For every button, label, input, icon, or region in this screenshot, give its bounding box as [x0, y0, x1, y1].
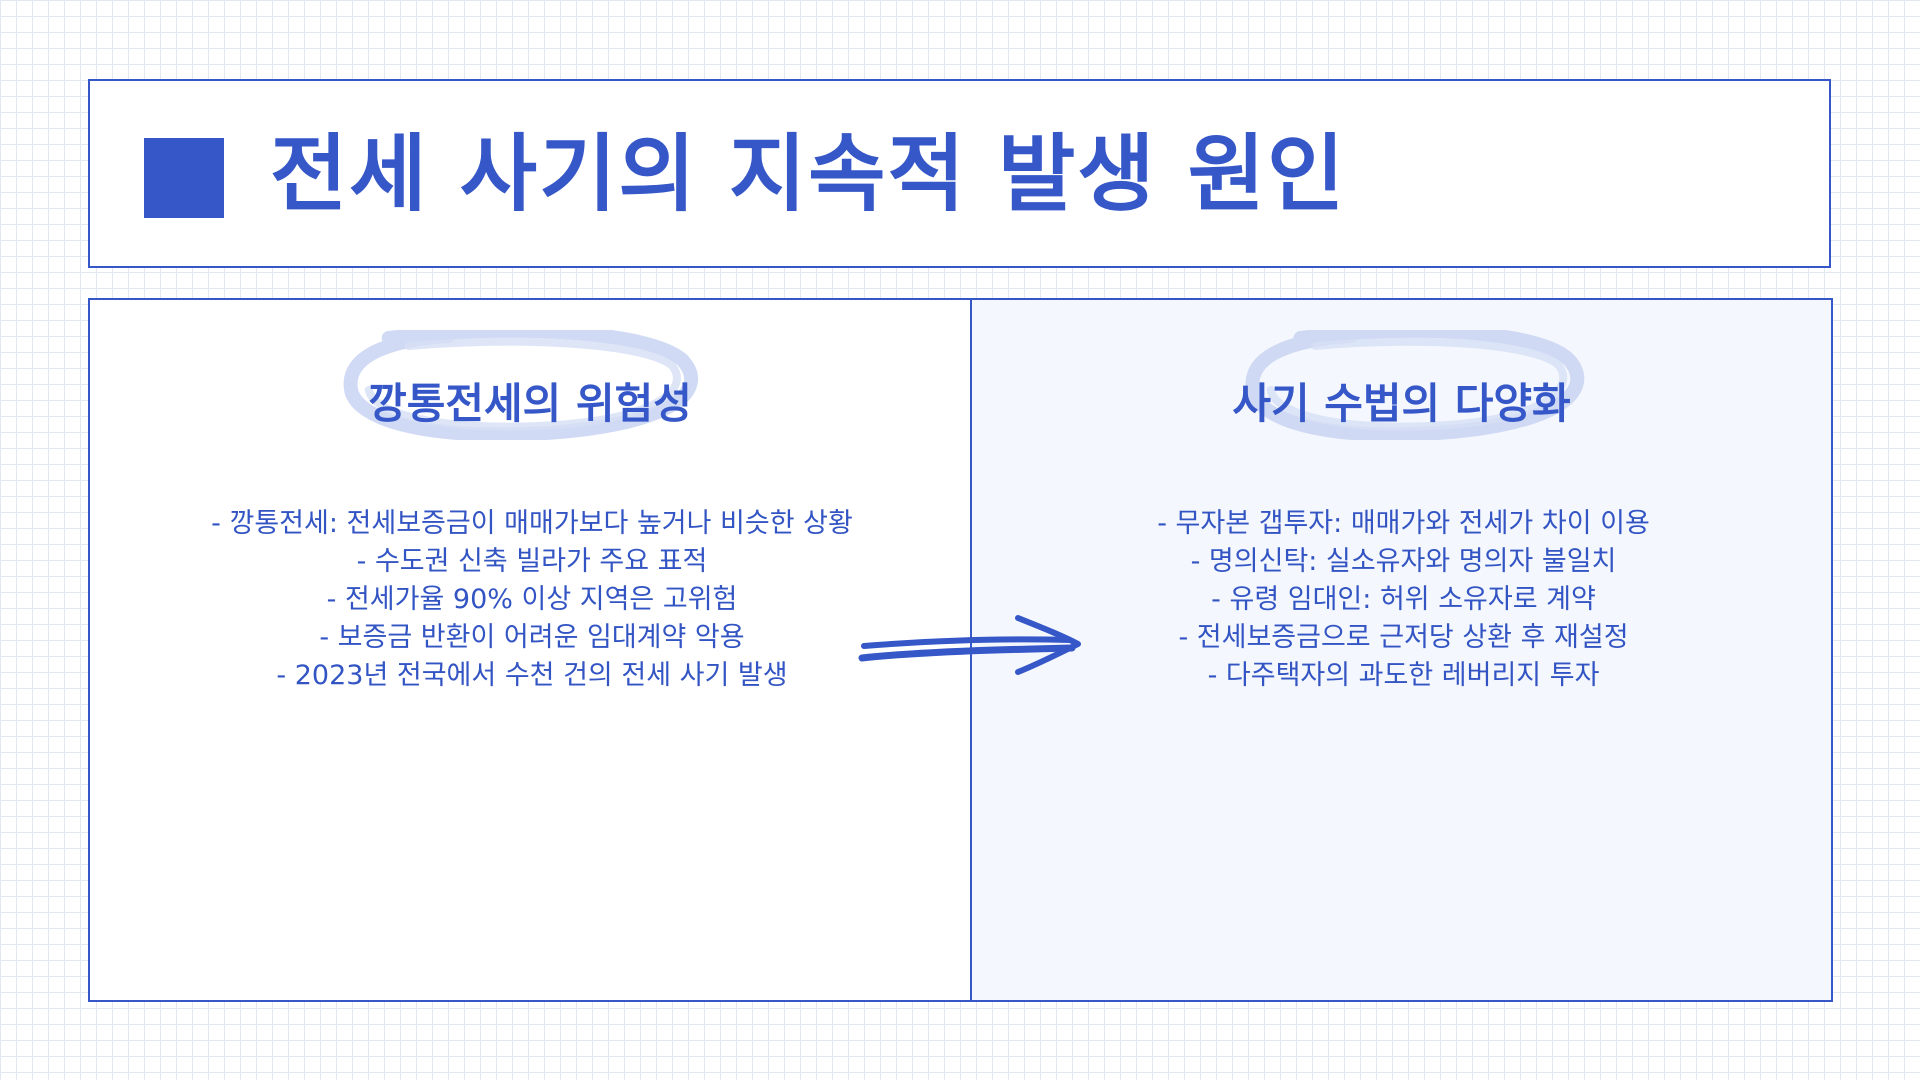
list-item: - 무자본 갭투자: 매매가와 전세가 차이 이용: [1157, 508, 1650, 539]
list-item: - 전세가율 90% 이상 지역은 고위험: [326, 584, 738, 615]
left-heading-wrap: 깡통전세의 위험성: [90, 330, 970, 440]
title-box: 전세 사기의 지속적 발생 원인: [88, 79, 1831, 268]
list-item: - 깡통전세: 전세보증금이 매매가보다 높거나 비슷한 상황: [211, 508, 853, 539]
heading-highlight-decoration: [343, 330, 699, 440]
page-title: 전세 사기의 지속적 발생 원인: [270, 125, 1347, 223]
list-item: - 전세보증금으로 근저당 상환 후 재설정: [1178, 622, 1629, 653]
square-marker-icon: [144, 138, 224, 218]
list-item: - 수도권 신축 빌라가 주요 표적: [356, 546, 708, 577]
list-item: - 명의신탁: 실소유자와 명의자 불일치: [1190, 546, 1617, 577]
left-bullet-list: - 깡통전세: 전세보증금이 매매가보다 높거나 비슷한 상황 - 수도권 신축…: [170, 505, 894, 695]
list-item: - 유령 임대인: 허위 소유자로 계약: [1211, 584, 1596, 615]
left-panel: 깡통전세의 위험성 - 깡통전세: 전세보증금이 매매가보다 높거나 비슷한 상…: [88, 298, 972, 1002]
left-heading: 깡통전세의 위험성: [368, 379, 692, 428]
right-bullet-list: - 무자본 갭투자: 매매가와 전세가 차이 이용 - 명의신탁: 실소유자와 …: [1032, 505, 1775, 695]
right-arrow-icon: [858, 615, 1081, 675]
list-item: - 2023년 전국에서 수천 건의 전세 사기 발생: [276, 660, 788, 691]
heading-highlight-decoration: [1245, 330, 1585, 440]
list-item: - 보증금 반환이 어려운 임대계약 악용: [319, 622, 745, 653]
list-item: - 다주택자의 과도한 레버리지 투자: [1207, 660, 1600, 691]
right-heading: 사기 수법의 다양화: [1232, 379, 1571, 428]
right-heading-wrap: 사기 수법의 다양화: [972, 330, 1831, 440]
right-panel: 사기 수법의 다양화 - 무자본 갭투자: 매매가와 전세가 차이 이용 - 명…: [970, 298, 1833, 1002]
